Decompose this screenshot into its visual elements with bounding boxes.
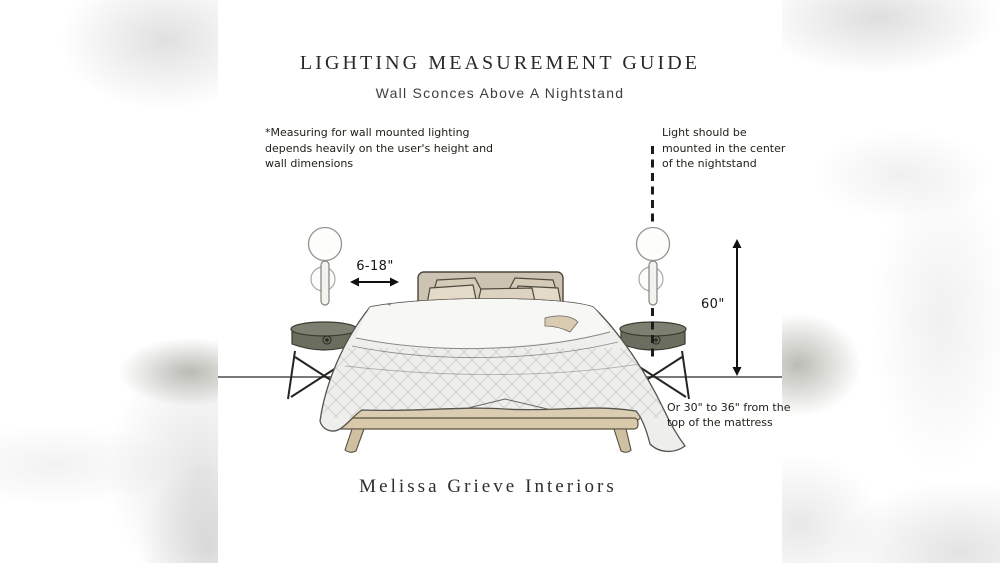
wall-sconce-right (635, 226, 671, 306)
bed-leg-left (344, 428, 365, 453)
sconce-distance-label: 6-18" (356, 259, 394, 274)
center-mount-note: Light should be mounted in the center of… (662, 126, 786, 170)
measuring-note: *Measuring for wall mounted lighting dep… (265, 126, 494, 170)
bed-leg-right (613, 428, 632, 453)
bed (319, 271, 686, 453)
page-subtitle: Wall Sconces Above A Nightstand (375, 85, 625, 101)
wall-sconce-left (307, 226, 343, 306)
mattress-offset-note: Or 30" to 36" from the top of the mattre… (667, 401, 791, 429)
bed-rail (337, 417, 639, 430)
sconce-height-label: 60" (701, 297, 725, 312)
page-title: LIGHTING MEASUREMENT GUIDE (299, 52, 701, 74)
sconce-height-arrow (732, 239, 742, 376)
sconce-distance-arrow (350, 277, 399, 287)
brand-name: Melissa Grieve Interiors (359, 476, 617, 497)
